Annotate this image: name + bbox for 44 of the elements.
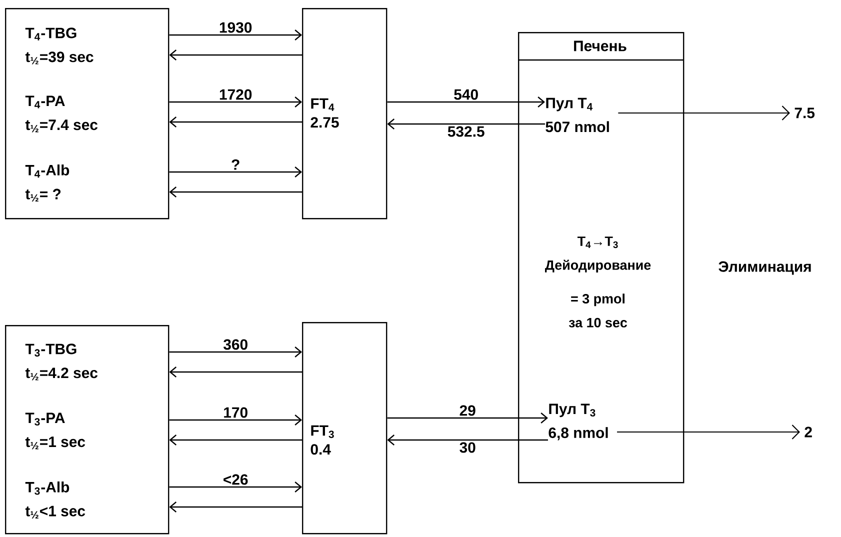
- box: [5, 325, 170, 534]
- edge-label: 2: [804, 426, 812, 438]
- arrow: [169, 502, 302, 512]
- node-text: Пул T$_{3}$ 6,8 nmol: [548, 404, 608, 440]
- edge-label: 360: [223, 339, 248, 350]
- node-text: Пул T$_{4}$ 507 nmol: [546, 98, 609, 132]
- node-text: T$_{3}$-TBG t$_{½}$=4.2 sec: [25, 344, 98, 380]
- edge-label: 30: [460, 442, 476, 453]
- arrow: [169, 30, 302, 40]
- arrow: [169, 482, 302, 492]
- node-text: T$_{3}$-Alb t$_{½}$<1 sec: [25, 481, 86, 518]
- edge-label: 7.5: [794, 108, 815, 118]
- arrow: [169, 366, 302, 378]
- arrow: [387, 96, 545, 108]
- process-box: FT$_{3}$ 0.4: [302, 322, 388, 534]
- edge-label: 540: [454, 89, 478, 100]
- edge-label: 1930: [220, 22, 252, 33]
- arrow: [169, 96, 302, 108]
- arrow: [169, 186, 302, 198]
- arrow: [169, 346, 302, 358]
- node-text: T$_{4}$-Alb t$_{½}$= ?: [25, 164, 70, 202]
- edge-label: 170: [224, 407, 248, 418]
- arrow: [169, 414, 302, 426]
- arrow: [387, 118, 545, 130]
- arrow: [169, 166, 302, 178]
- node-text: T$_{4}$-PA t$_{½}$=7.4 sec: [25, 96, 98, 132]
- note-text: Элиминация: [718, 261, 811, 275]
- edge-label: <26: [224, 474, 248, 485]
- arrow: [387, 434, 548, 446]
- arrow: [169, 116, 302, 128]
- arrow: [617, 424, 800, 440]
- edge-label: 29: [460, 405, 476, 416]
- arrow: [387, 412, 548, 424]
- arrow: [618, 106, 790, 120]
- edge-label: 532.5: [448, 126, 484, 137]
- node-text: T$_{4}$-TBG t$_{½}$=39 sec: [25, 28, 94, 64]
- arrow: [169, 50, 302, 60]
- process-box: FT$_{4}$ 2.75: [302, 8, 388, 220]
- edge-label: ?: [232, 159, 240, 170]
- node-text: T$_{3}$-PA t$_{½}$=1 sec: [25, 412, 86, 450]
- box: [5, 8, 170, 220]
- arrow: [169, 434, 302, 446]
- edge-label: 1720: [220, 89, 252, 100]
- node-text: T$_{4}$→T$_{3}$ Дейодирование = 3 pmol за 10 sec: [545, 236, 651, 328]
